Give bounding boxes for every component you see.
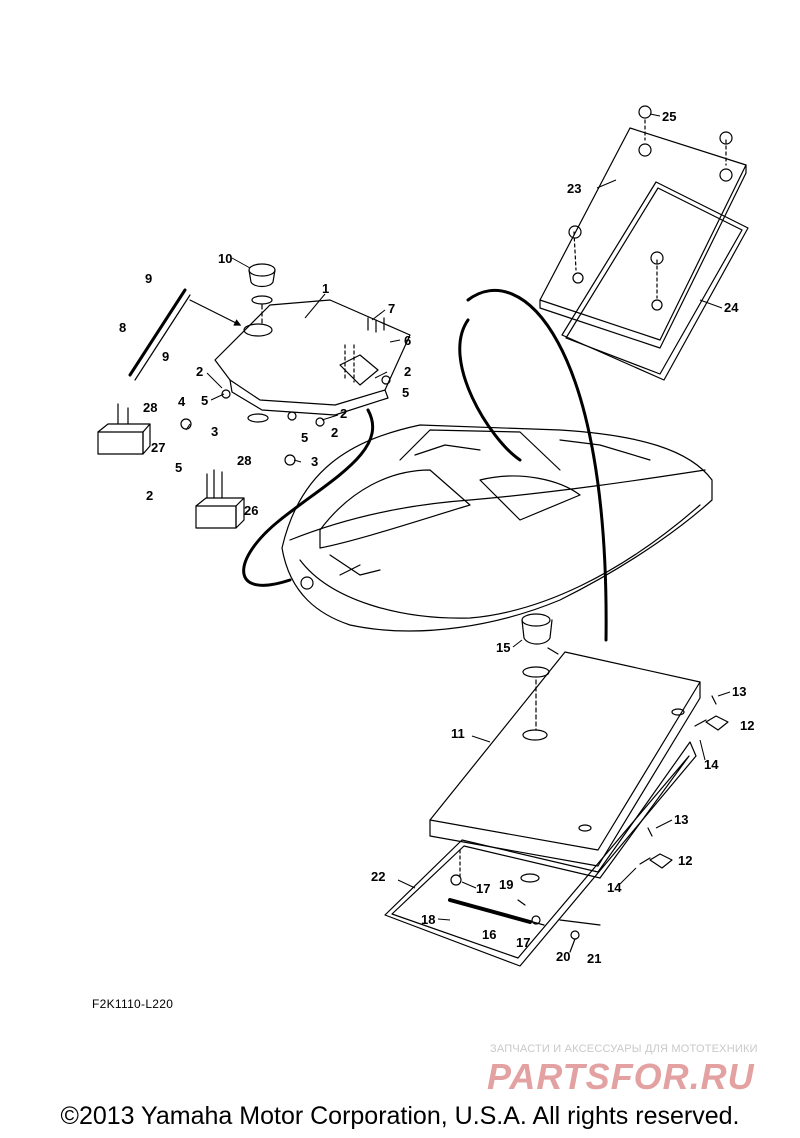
part-12-14-latch bbox=[639, 695, 729, 869]
label-part-2-c: 2 bbox=[340, 406, 347, 421]
part-19-grommet bbox=[517, 873, 540, 906]
label-part-15: 15 bbox=[496, 640, 510, 655]
label-part-2-e: 2 bbox=[146, 488, 153, 503]
label-part-13-a: 13 bbox=[732, 684, 746, 699]
label-part-17-b: 17 bbox=[516, 935, 530, 950]
part-labels: 1 10 9 8 9 7 6 2 5 2 5 4 3 2 5 2 3 28 27… bbox=[119, 109, 754, 966]
label-part-2-a: 2 bbox=[404, 364, 411, 379]
label-part-14-b: 14 bbox=[607, 880, 622, 895]
label-part-11: 11 bbox=[451, 726, 465, 741]
part-16-strut bbox=[448, 849, 545, 926]
watermark-logo: PARTSFOR.RU bbox=[487, 1056, 755, 1096]
part-27-switch-panel bbox=[97, 403, 151, 455]
label-part-3-a: 3 bbox=[211, 424, 218, 439]
boat-hull bbox=[281, 424, 713, 632]
label-part-8: 8 bbox=[119, 320, 126, 335]
leader-lines bbox=[185, 113, 731, 921]
label-part-23: 23 bbox=[567, 181, 581, 196]
label-part-22: 22 bbox=[371, 869, 385, 884]
part-10-cupholder bbox=[248, 263, 276, 326]
part-24-gasket bbox=[561, 181, 749, 381]
part-15-cupholder bbox=[521, 613, 559, 731]
label-part-12-b: 12 bbox=[678, 853, 692, 868]
label-part-2-d: 2 bbox=[331, 425, 338, 440]
label-part-12-a: 12 bbox=[740, 718, 754, 733]
part-25-caps bbox=[568, 105, 733, 265]
label-part-28-a: 28 bbox=[143, 400, 157, 415]
label-part-14-a: 14 bbox=[704, 757, 719, 772]
label-part-21: 21 bbox=[587, 951, 601, 966]
label-part-28-b: 28 bbox=[237, 453, 251, 468]
label-part-17-a: 17 bbox=[476, 881, 490, 896]
part-11-seat-lid bbox=[429, 651, 701, 867]
label-part-9-top: 9 bbox=[145, 271, 152, 286]
label-part-13-b: 13 bbox=[674, 812, 688, 827]
watermark-logo-text: PARTSFOR.RU bbox=[487, 1056, 755, 1096]
label-part-5-d: 5 bbox=[175, 460, 182, 475]
part-8-damper bbox=[128, 288, 242, 381]
label-part-26: 26 bbox=[244, 503, 258, 518]
watermark-subtitle: ЗАПЧАСТИ И АКСЕССУАРЫ ДЛЯ МОТОТЕХНИКИ bbox=[490, 1043, 758, 1055]
label-part-19: 19 bbox=[499, 877, 513, 892]
label-part-27: 27 bbox=[151, 440, 165, 455]
label-part-7: 7 bbox=[388, 301, 395, 316]
label-part-5-c: 5 bbox=[301, 430, 308, 445]
part-23-hatch bbox=[539, 119, 747, 349]
label-part-16: 16 bbox=[482, 927, 496, 942]
part-20-21-bolt bbox=[559, 919, 601, 953]
label-part-10: 10 bbox=[218, 251, 232, 266]
label-part-2-b: 2 bbox=[196, 364, 203, 379]
label-part-1: 1 bbox=[322, 281, 329, 296]
label-part-6: 6 bbox=[404, 333, 411, 348]
label-part-3-b: 3 bbox=[311, 454, 318, 469]
label-part-24: 24 bbox=[724, 300, 739, 315]
label-part-4-a: 4 bbox=[178, 394, 186, 409]
diagram-code: F2K1110-L220 bbox=[92, 997, 174, 1011]
screws-group-top bbox=[180, 317, 391, 466]
label-part-9-bottom: 9 bbox=[162, 349, 169, 364]
label-part-5-b: 5 bbox=[201, 393, 208, 408]
part-1-lid bbox=[214, 299, 411, 416]
part-22-gasket bbox=[384, 741, 697, 967]
cables bbox=[242, 289, 608, 642]
copyright-notice: ©2013 Yamaha Motor Corporation, U.S.A. A… bbox=[60, 1102, 740, 1130]
label-part-5-a: 5 bbox=[402, 385, 409, 400]
label-part-20: 20 bbox=[556, 949, 570, 964]
part-26-switch-panel bbox=[195, 469, 245, 529]
label-part-18: 18 bbox=[421, 912, 435, 927]
label-part-25: 25 bbox=[662, 109, 676, 124]
